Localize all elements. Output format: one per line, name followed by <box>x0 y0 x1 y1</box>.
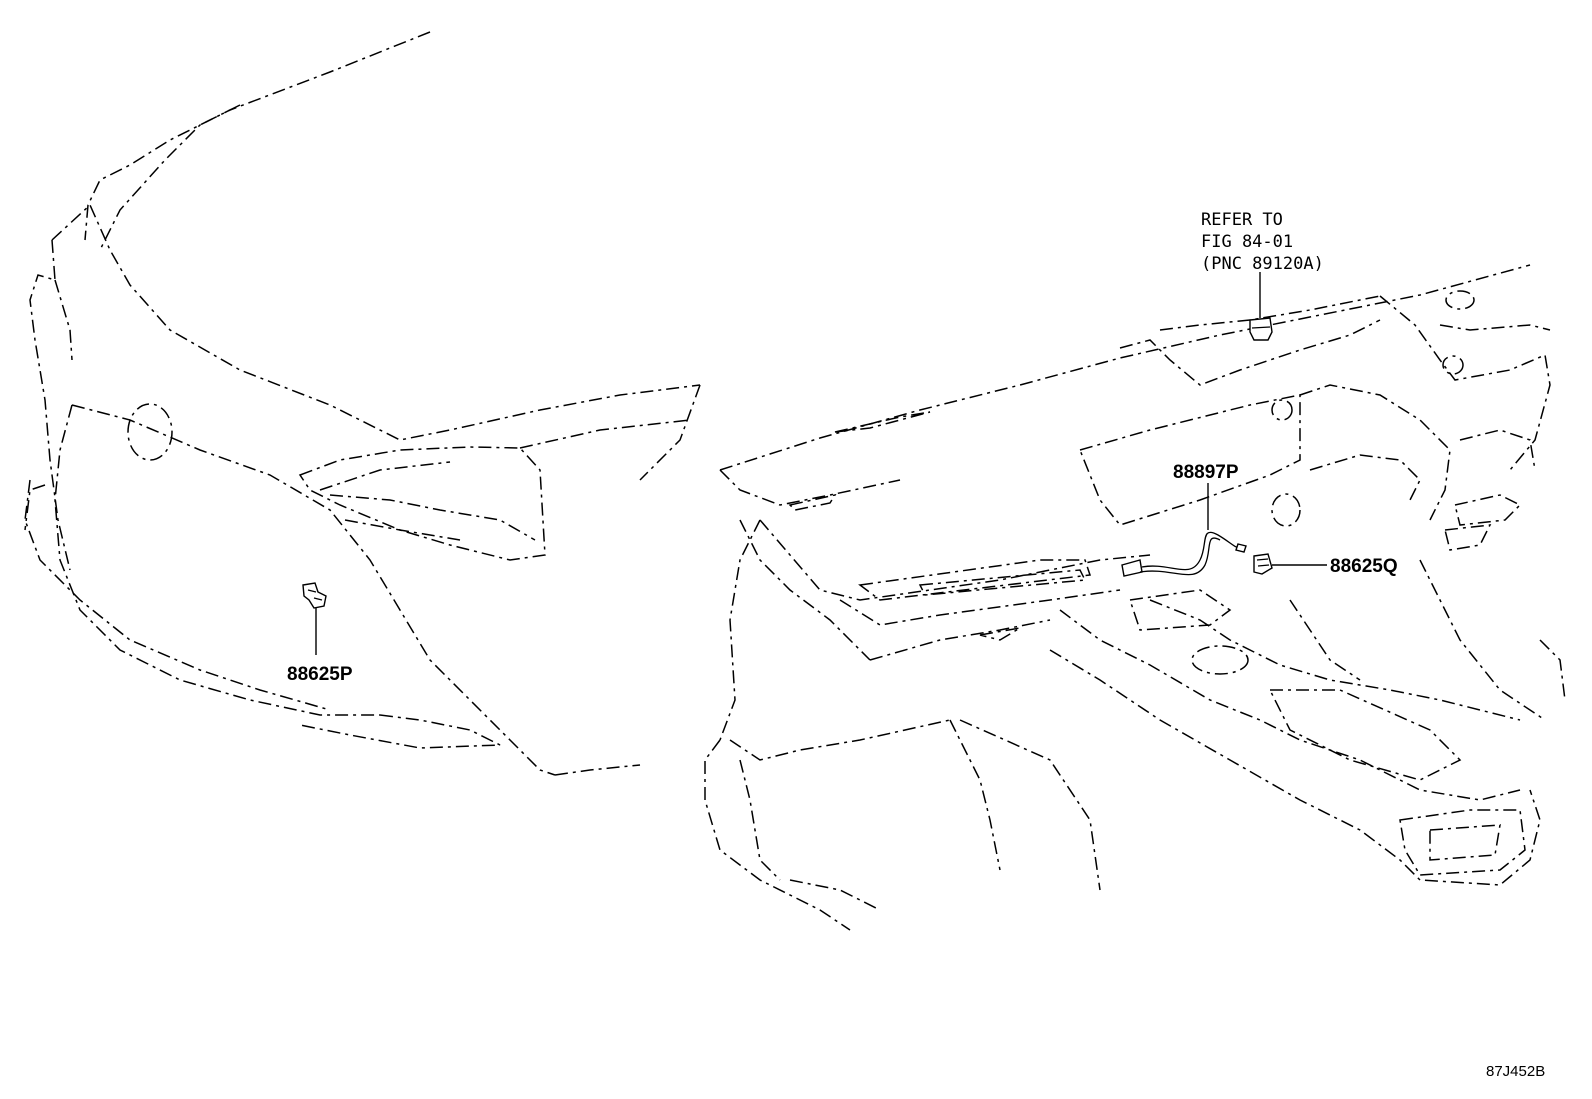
callout-88625P: 88625P <box>287 664 353 685</box>
note-line-2: FIG 84-01 <box>1201 232 1293 252</box>
figure-id: 87J452B <box>1486 1063 1545 1080</box>
cabin-sensor-icon <box>1253 553 1327 575</box>
note-line-3: (PNC 89120A) <box>1201 254 1324 274</box>
dashboard-view <box>704 264 1566 931</box>
callout-88897P: 88897P <box>1173 462 1239 483</box>
front-bumper-view <box>24 31 701 776</box>
callout-88625Q: 88625Q <box>1330 556 1398 577</box>
front-sensor-icon <box>302 582 327 655</box>
note-line-1: REFER TO <box>1201 210 1283 230</box>
rain-sensor-icon <box>1249 272 1273 341</box>
wire-harness-icon <box>1121 483 1247 577</box>
